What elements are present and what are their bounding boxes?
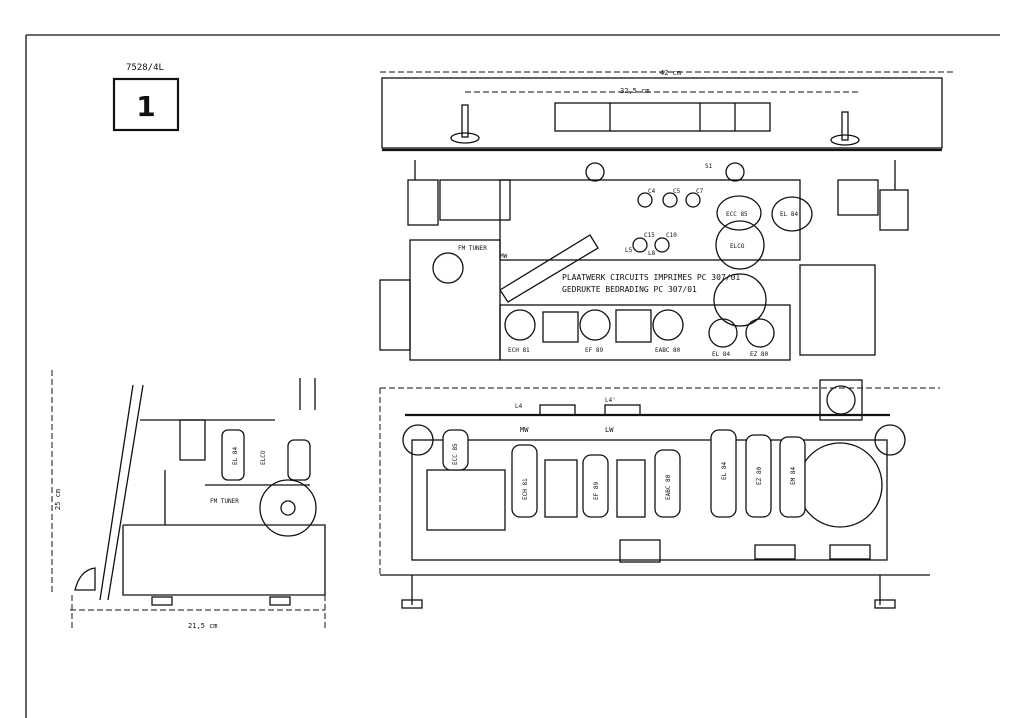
dial-scale: [554, 102, 771, 132]
tube-ez80: EZ 80: [756, 467, 763, 485]
label-elco: ELCO: [730, 243, 745, 250]
tube-em84: EM 84: [790, 467, 797, 485]
page-number-box: [112, 77, 180, 132]
label-l4: L4: [515, 403, 523, 410]
tube-ef89: EF 89: [593, 482, 600, 500]
label-s1: S1: [705, 163, 713, 170]
page-border: [25, 34, 1000, 718]
side-view-chassis: 25 cm 21,5 cm FM TUNER EL 84 ELCO: [51, 370, 326, 630]
knob-right: [879, 189, 909, 231]
label-c4: C4: [648, 188, 656, 195]
label-c5: C5: [673, 188, 681, 195]
circuit-note-1: PLAATWERK CIRCUITS IMPRIMES PC 307/01: [562, 273, 740, 282]
front-view-chassis: L4 L4' MW LW ECC 85 ECH 81 EF 89 EABC 80…: [379, 379, 940, 609]
tube-ech81: ECH 81: [522, 478, 529, 500]
page-number: 1: [136, 90, 155, 123]
label-eabc80: EABC 80: [655, 347, 681, 354]
label-ecc85: ECC 85: [726, 211, 748, 218]
label-ef89: EF 89: [585, 347, 603, 354]
knob-left: [407, 179, 439, 226]
dim-outer: 42 cm: [660, 69, 681, 77]
label-l4-prime: L4': [605, 397, 616, 404]
label-elco-side: ELCO: [260, 450, 267, 465]
label-c15: C15: [644, 232, 655, 239]
tube-el84: EL 84: [721, 462, 728, 480]
dim-depth: 21,5 cm: [188, 622, 218, 630]
doc-code: 7528/4L: [126, 63, 164, 73]
label-lw-band: LW: [605, 426, 614, 434]
label-mw: MW: [500, 253, 508, 260]
tube-eabc80: EABC 80: [665, 474, 672, 500]
label-fm-tuner-side: FM TUNER: [210, 498, 239, 505]
label-fm-tuner: FM TUNER: [458, 245, 487, 252]
label-ech81: ECH 81: [508, 347, 530, 354]
label-ez80: EZ 80: [750, 351, 768, 358]
label-c7: C7: [696, 188, 704, 195]
label-el84: EL 84: [712, 351, 730, 358]
tube-ecc85: ECC 85: [452, 443, 459, 465]
dim-inner: 32,5 cm: [620, 87, 650, 95]
circuit-note-2: GEDRUKTE BEDRADING PC 307/01: [562, 285, 697, 294]
label-el84-side: EL 84: [232, 447, 239, 465]
label-l8: L8: [648, 250, 656, 257]
top-view-chassis: 42 cm 32,5 cm PLAATWER: [379, 69, 955, 361]
dim-height: 25 cm: [54, 489, 62, 510]
label-c10: C10: [666, 232, 677, 239]
label-el84-top: EL 84: [780, 211, 798, 218]
label-l5: L5: [625, 247, 633, 254]
label-mw-band: MW: [520, 426, 529, 434]
